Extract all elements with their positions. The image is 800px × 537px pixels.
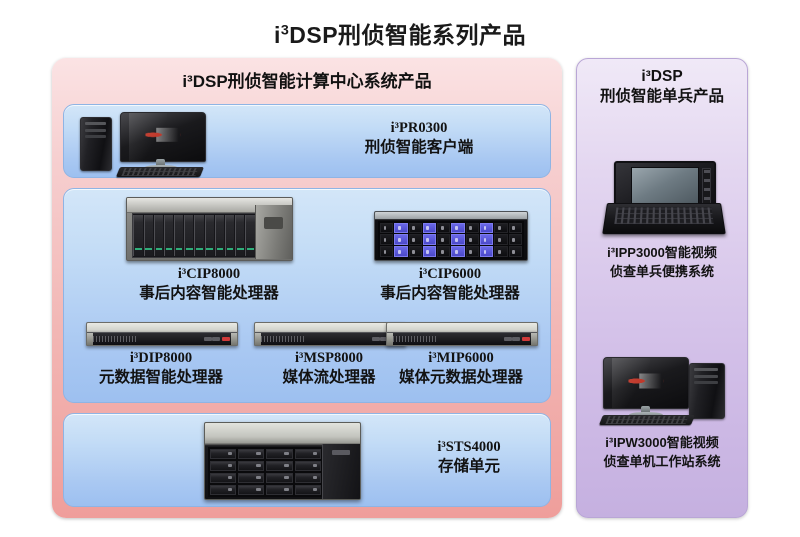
device-rugged-portable [602,161,726,235]
device-1u-server-mip6000 [386,322,538,346]
device-1u-server-msp8000 [254,322,406,346]
rack-ear-left-icon [255,332,261,345]
server-front-panel-icon [387,332,537,345]
rack-ear-left-icon [387,332,393,345]
device-blade-chassis [126,197,293,261]
model-label: i³CIP6000 [418,266,482,282]
right-panel: i³DSP 刑侦智能单兵产品 i³IPP3000智能视频 侦查单兵便携系统 i³… [576,58,748,518]
rack-drive-bays-icon [378,220,524,260]
server-front-panel-icon [87,332,237,345]
storage-drive-bays-icon [208,446,323,497]
blade-bays-icon [131,212,257,259]
desc-label: 存储单元 [437,457,500,475]
model-label: i³DIP8000 [129,350,193,366]
rack-ear-left-icon [87,332,93,345]
caption-line2: 侦查单兵便携系统 [609,264,714,279]
caption-mip6000: i³MIP6000 媒体元数据处理器 [381,349,541,387]
server-front-panel-icon [255,332,405,345]
page-title: i3DSP刑侦智能系列产品 [0,16,800,50]
desc-label: 媒体元数据处理器 [398,368,523,386]
rack-ear-right-icon [231,332,237,345]
pc-screen-logo-icon [145,127,181,143]
desc-label: 元数据智能处理器 [98,368,223,386]
caption-line1: i³IPP3000智能视频 [607,245,717,260]
desc-label: 刑侦智能客户端 [364,138,474,156]
rack-ear-right-icon [531,332,537,345]
workstation-keyboard-icon [598,415,696,425]
caption-pr0300: i³PR0300 刑侦智能客户端 [314,119,524,157]
caption-cip8000: i³CIP8000 事后内容智能处理器 [104,265,314,303]
caption-cip6000: i³CIP6000 事后内容智能处理器 [345,265,555,303]
model-label: i³STS4000 [437,439,501,455]
caption-ipp3000: i³IPP3000智能视频 侦查单兵便携系统 [577,243,747,281]
rugged-side-buttons-icon [702,167,712,205]
caption-sts4000: i³STS4000 存储单元 [394,438,544,476]
right-panel-title-line1: i³DSP [641,68,683,85]
page-title-prefix: i [273,22,281,48]
pc-tower-icon [80,117,112,171]
caption-ipw3000: i³IPW3000智能视频 侦查单机工作站系统 [577,433,747,471]
model-label: i³PR0300 [390,120,448,136]
storage-group-box: i³STS4000 存储单元 [63,413,551,507]
client-group-box: i³PR0300 刑侦智能客户端 [63,104,551,178]
device-rack-server [374,211,528,261]
left-panel: i³DSP刑侦智能计算中心系统产品 i³PR0300 刑侦智能客户端 [52,58,562,518]
right-panel-title-line2: 刑侦智能单兵产品 [599,88,724,105]
workstation-tower-icon [689,363,725,419]
processors-group-box: i³CIP8000 事后内容智能处理器 i³CIP6000 事后内容智能处理器 [63,188,551,403]
page-title-rest: DSP刑侦智能系列产品 [289,22,527,48]
model-label: i³MSP8000 [295,350,363,366]
workstation-monitor-icon [603,357,689,409]
desc-label: 事后内容智能处理器 [380,284,520,302]
device-1u-server-dip8000 [86,322,238,346]
model-label: i³CIP8000 [177,266,241,282]
workstation-screen-logo-icon [628,373,664,389]
rugged-keyboard-icon [614,208,714,225]
pc-monitor-icon [120,112,206,162]
workstation-monitor-stand-icon [641,406,650,414]
device-desktop-pc [76,109,216,177]
blade-top-panel-icon [127,198,292,213]
left-panel-title: i³DSP刑侦智能计算中心系统产品 [182,72,432,91]
desc-label: 媒体流处理器 [282,368,376,386]
right-panel-title: i³DSP 刑侦智能单兵产品 [577,67,747,107]
caption-dip8000: i³DIP8000 元数据智能处理器 [81,349,241,387]
pc-keyboard-icon [115,167,205,177]
caption-line2: 侦查单机工作站系统 [603,454,721,469]
caption-msp8000: i³MSP8000 媒体流处理器 [249,349,409,387]
page-title-superscript: 3 [280,22,290,39]
device-storage-array [204,422,361,500]
storage-side-panel-icon [321,443,360,499]
caption-line1: i³IPW3000智能视频 [605,435,719,450]
blade-side-panel-icon [254,205,292,259]
device-workstation [597,355,731,427]
model-label: i³MIP6000 [428,350,494,366]
desc-label: 事后内容智能处理器 [139,284,279,302]
rugged-base-icon [602,203,726,235]
pc-monitor-stand-icon [156,159,165,167]
rugged-screen-icon [631,166,699,208]
